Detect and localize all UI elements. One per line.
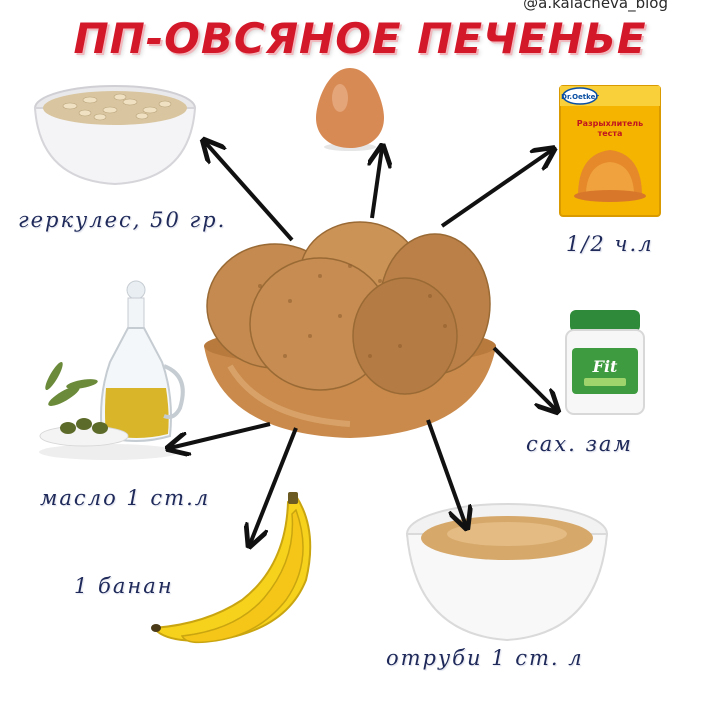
label-oil: масло 1 ст.л — [40, 486, 211, 510]
svg-text:теста: теста — [598, 129, 623, 138]
arrow-to-oil — [170, 422, 271, 448]
sweetener-brand-text: Fit — [592, 357, 618, 376]
cookie-bowl-image — [200, 206, 500, 442]
arrow-to-baking-powder — [440, 150, 552, 228]
egg-image — [312, 64, 388, 154]
bran-bowl-image — [402, 494, 612, 644]
arrow-to-bran — [426, 419, 466, 526]
label-oats: геркулес, 50 гр. — [18, 208, 227, 232]
arrow-to-banana — [250, 427, 298, 544]
baking-powder-packet-image: Dr.Oetker Разрыхлитель теста — [558, 84, 662, 218]
svg-text:Разрыхлитель: Разрыхлитель — [577, 119, 643, 128]
oil-bottle-image — [24, 276, 194, 466]
label-baking-powder: 1/2 ч.л — [566, 232, 654, 256]
brand-logo-text: Dr.Oetker — [561, 93, 599, 101]
arrow-to-egg — [372, 148, 382, 219]
banana-image — [146, 490, 326, 650]
sweetener-jar-image: Fit — [560, 308, 650, 418]
label-bran: отруби 1 ст. л — [386, 646, 584, 670]
arrow-to-sweetener — [492, 346, 556, 410]
label-sweetener: сах. зам — [526, 432, 633, 456]
author-handle: @a.kalacheva_blog — [523, 0, 668, 12]
page-title: ПП-ОВСЯНОЕ ПЕЧЕНЬЕ — [73, 14, 647, 63]
arrow-to-oats — [205, 142, 294, 242]
oats-bowl-image — [30, 80, 200, 190]
label-banana: 1 банан — [74, 574, 174, 598]
